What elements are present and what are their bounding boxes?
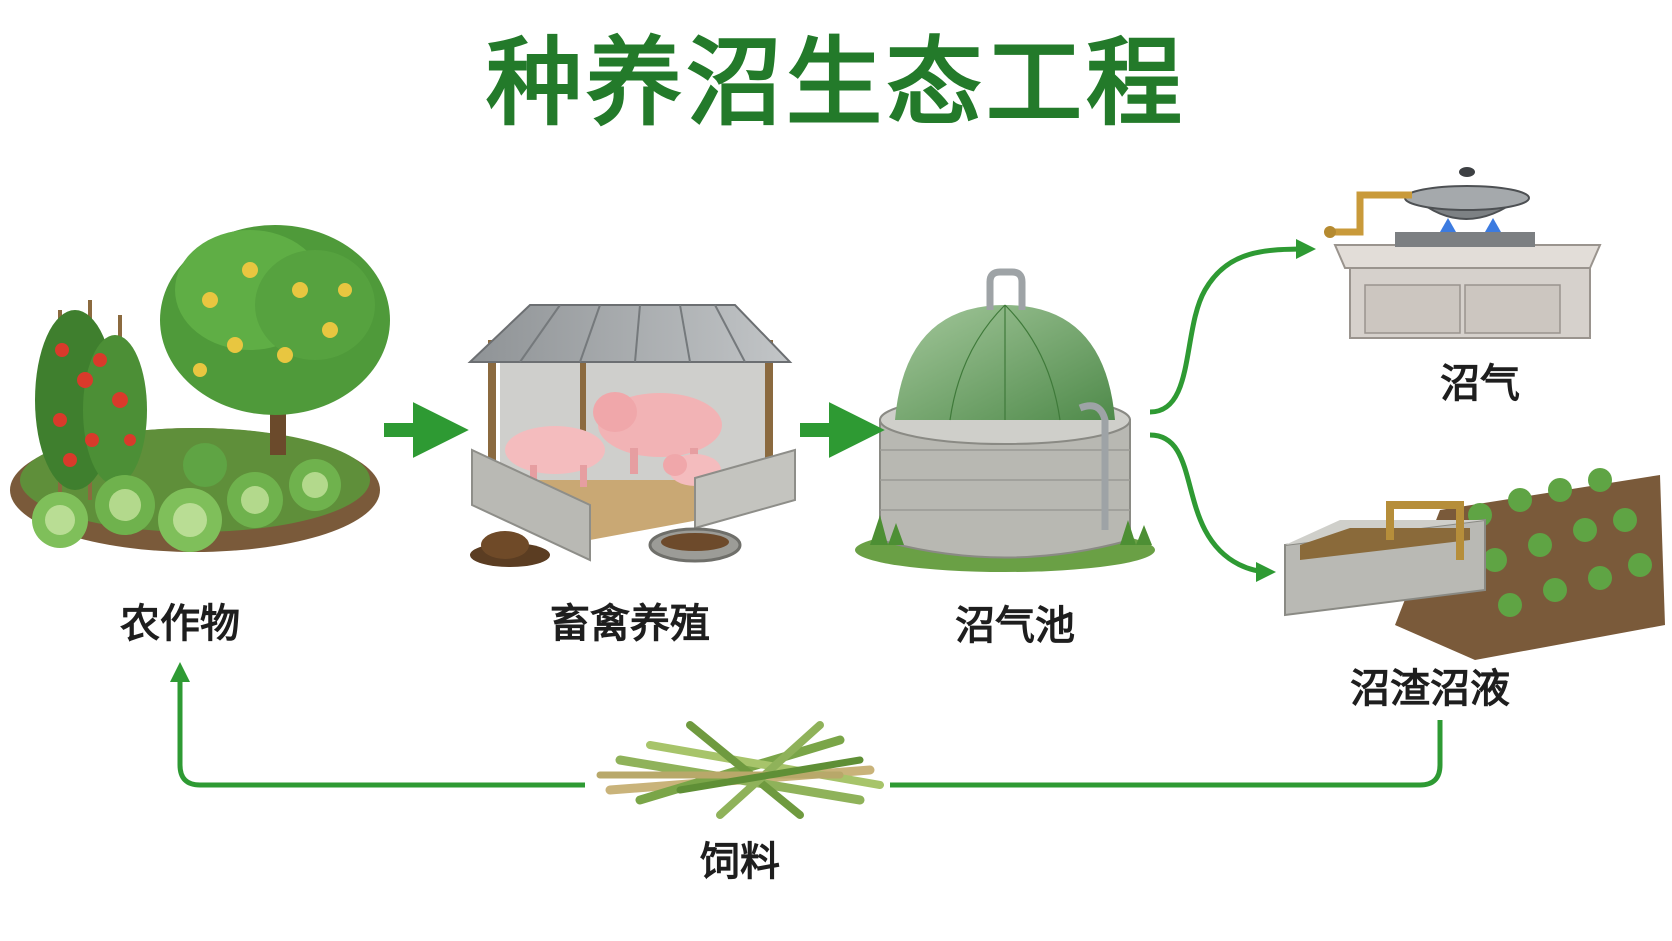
biogas-pit-illustration: [855, 268, 1155, 572]
label-livestock: 畜禽养殖: [550, 601, 710, 647]
arrow-pit-to-residue: [1149, 432, 1276, 582]
crops-illustration: [10, 225, 390, 552]
label-feed: 饲料: [700, 839, 780, 885]
flow-arrows: [170, 239, 1443, 788]
fruit-tree: [160, 225, 390, 455]
arrow-residue-to-crops: [890, 720, 1443, 788]
label-crops: 农作物: [120, 601, 240, 647]
diagram-title: 种养沼生态工程: [486, 27, 1186, 139]
arrow-pit-to-biogas: [1149, 239, 1316, 415]
livestock-illustration: [467, 304, 796, 567]
label-biogas: 沼气: [1440, 361, 1520, 407]
cabbage-row: [32, 443, 341, 552]
label-residue-slurry: 沼渣沼液: [1350, 666, 1510, 712]
tomato-plants: [35, 300, 147, 500]
residue-slurry-illustration: [1284, 468, 1665, 660]
biogas-stove-illustration: [1324, 167, 1602, 339]
feed-illustration: [596, 721, 884, 819]
arrow-feed-to-crops: [170, 662, 585, 788]
label-biogas-pit: 沼气池: [955, 603, 1075, 649]
pig-group: [505, 392, 722, 487]
